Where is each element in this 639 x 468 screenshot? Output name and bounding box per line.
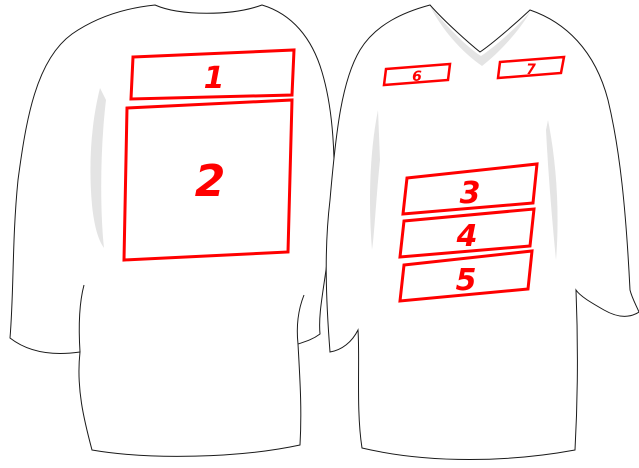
back-shirt-outline [10,5,334,456]
back-zone-1-number: 1 [204,61,225,96]
front-zone-3-number: 3 [460,176,481,211]
front-zone-7-number: 7 [526,62,536,78]
back-zone-2-number: 2 [195,156,226,207]
front-zone-5-number: 5 [456,263,477,298]
front-zone-4-number: 4 [456,219,478,254]
back-shirt: 1 2 [10,5,334,456]
front-shirt: 6 7 3 4 5 [326,5,639,460]
front-zone-6-number: 6 [412,69,422,85]
